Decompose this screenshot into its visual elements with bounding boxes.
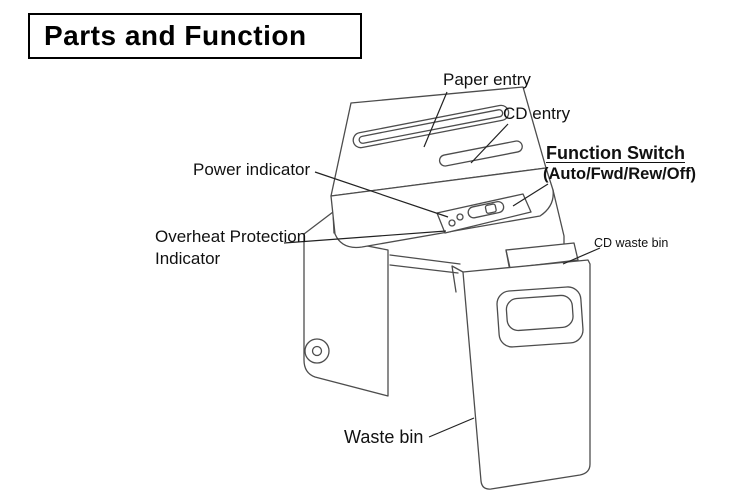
label-paper-entry: Paper entry (443, 70, 531, 89)
leader-lines (283, 91, 601, 438)
page-title: Parts and Function (44, 20, 307, 51)
waste-bin-handle (496, 286, 584, 348)
wheel (304, 338, 330, 364)
overheat-indicator-led (456, 213, 464, 221)
label-cd-entry: CD entry (503, 104, 571, 123)
paper-entry-slot (352, 104, 510, 149)
label-overheat-indicator-line1: Overheat Protection (155, 227, 307, 246)
control-panel (436, 193, 532, 234)
label-waste-bin: Waste bin (344, 427, 424, 447)
title-box: Parts and Function (28, 13, 362, 59)
waste-bin-drawer (451, 259, 591, 490)
leader-cd-waste-bin (562, 247, 601, 265)
leader-overheat-indicator (283, 230, 447, 244)
function-switch-slider (467, 200, 505, 219)
label-function-switch-modes: (Auto/Fwd/Rew/Off) (543, 165, 697, 183)
label-function-switch: Function Switch (546, 143, 685, 163)
cd-entry-slot (438, 140, 523, 167)
leader-paper-entry (423, 91, 448, 148)
label-overheat-indicator: Overheat Protection Indicator (155, 226, 306, 270)
head-front (330, 167, 554, 249)
power-indicator-led (448, 219, 456, 227)
leader-waste-bin (428, 417, 475, 438)
label-power-indicator: Power indicator (193, 160, 311, 179)
cd-waste-bin-tray (469, 242, 579, 289)
label-overheat-indicator-line2: Indicator (155, 249, 221, 268)
leader-cd-entry (470, 123, 509, 164)
leader-power-indicator (314, 171, 449, 218)
leader-function-switch (512, 183, 549, 207)
drawer-rails (389, 254, 461, 274)
label-cd-waste-bin: CD waste bin (594, 236, 669, 250)
